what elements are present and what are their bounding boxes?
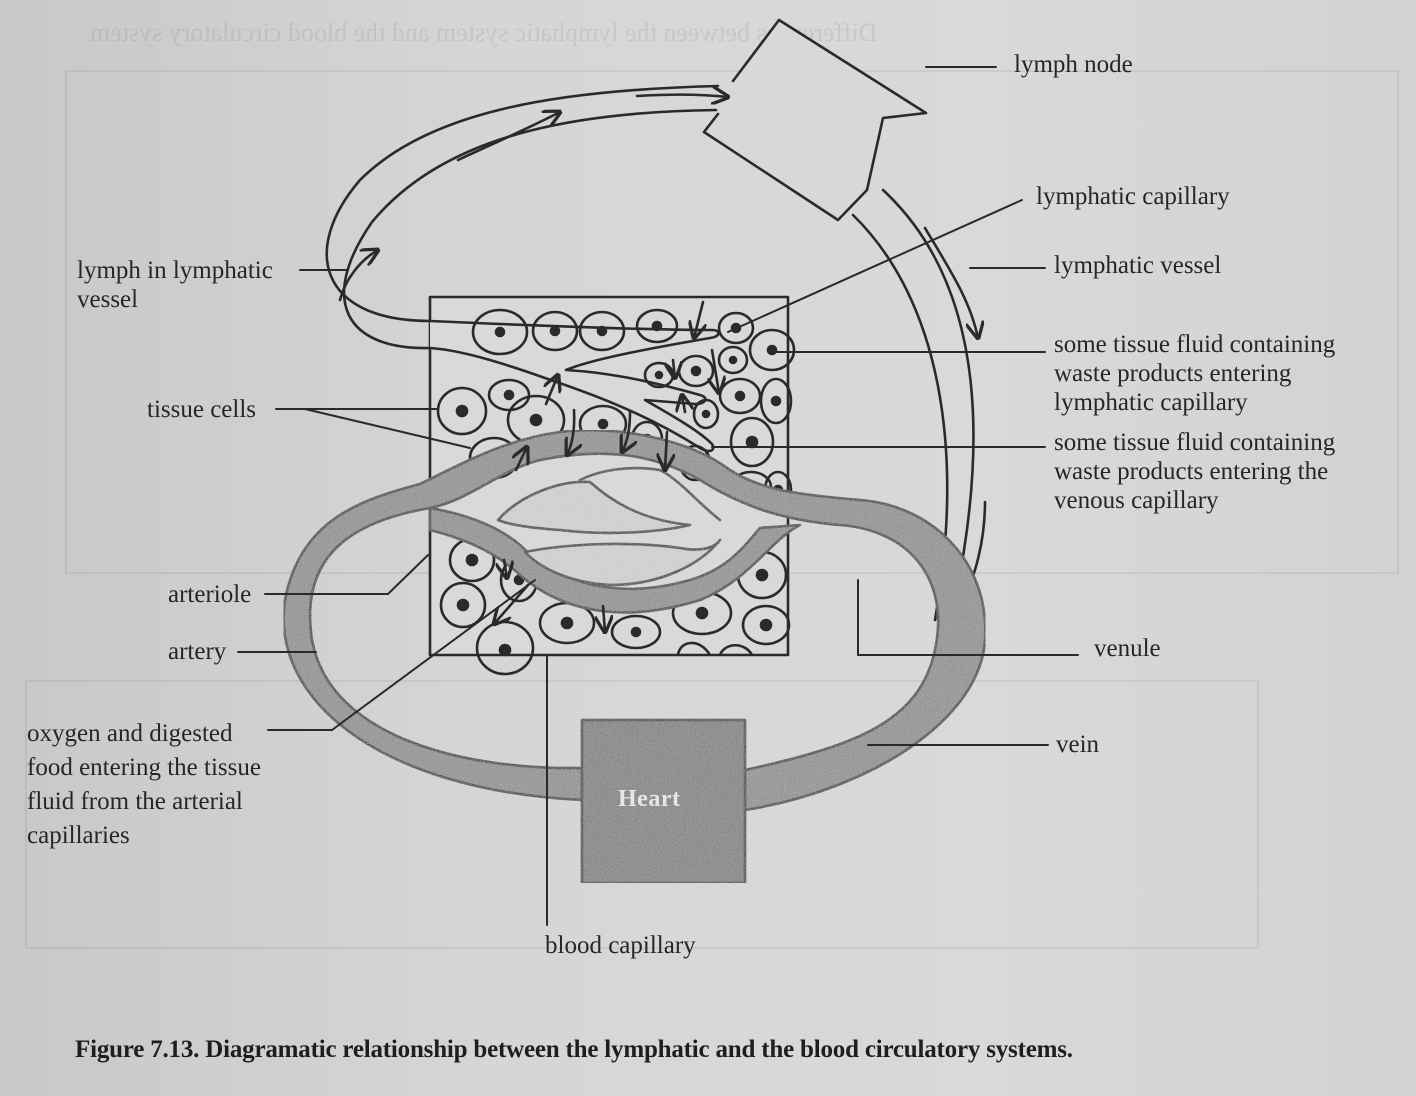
label-line: lymphatic capillary: [1054, 389, 1248, 416]
blood-vessel-network: [282, 429, 987, 885]
label-line: venous capillary: [1054, 487, 1219, 514]
label-oxygen-food: oxygen and digested food entering the ti…: [27, 717, 261, 853]
lymphatic-vessel-right-outer: [881, 188, 975, 602]
label-line: vessel: [77, 286, 139, 313]
bleed-through-table: [25, 680, 1259, 949]
label-fluid-to-venous: some tissue fluid containing waste produ…: [1054, 428, 1335, 515]
lymph-node-shape: [702, 18, 928, 222]
leader-lines: [237, 66, 1079, 926]
label-line: some tissue fluid containing: [1054, 429, 1336, 456]
label-artery: artery: [168, 638, 227, 665]
label-line: some tissue fluid containing: [1054, 331, 1336, 358]
label-line: oxygen and digested: [27, 720, 233, 747]
capillary-loop: [523, 538, 722, 587]
label-line: fluid from the arterial: [27, 788, 243, 815]
label-line: lymph in lymphatic: [77, 257, 273, 284]
heart: [580, 718, 747, 885]
heart-label: Heart: [618, 786, 681, 812]
blood-vessel-loop: [282, 429, 987, 812]
lymph-flow-arrow: [338, 250, 378, 302]
label-lymphatic-capillary: lymphatic capillary: [1036, 183, 1230, 210]
lymph-flow-arrow: [456, 112, 560, 162]
label-tissue-cells: tissue cells: [147, 396, 257, 423]
lymph-flow-arrow: [923, 226, 978, 338]
label-lymph-node: lymph node: [1014, 51, 1133, 78]
label-fluid-to-lymphatic: some tissue fluid containing waste produ…: [1054, 330, 1335, 417]
label-vein: vein: [1056, 731, 1100, 758]
label-line: food entering the tissue: [27, 754, 261, 781]
label-line: waste products entering the: [1054, 458, 1329, 485]
label-arteriole: arteriole: [168, 581, 252, 608]
lymph-flow-arrow: [635, 95, 728, 97]
label-lymphatic-vessel: lymphatic vessel: [1054, 252, 1222, 279]
capillary-loop: [496, 480, 692, 535]
figure-caption: Figure 7.13. Diagramatic relationship be…: [75, 1036, 1073, 1063]
lymphatic-vessel-inner: [342, 108, 718, 350]
label-blood-capillary: blood capillary: [545, 932, 696, 959]
label-lymph-in-vessel: lymph in lymphatic vessel: [77, 256, 273, 314]
diffusion-arrows: [494, 300, 719, 632]
label-line: capillaries: [27, 822, 130, 849]
lymphatic-vessel-outer: [325, 84, 720, 323]
label-line: waste products entering: [1054, 360, 1292, 387]
label-venule: venule: [1094, 635, 1161, 662]
